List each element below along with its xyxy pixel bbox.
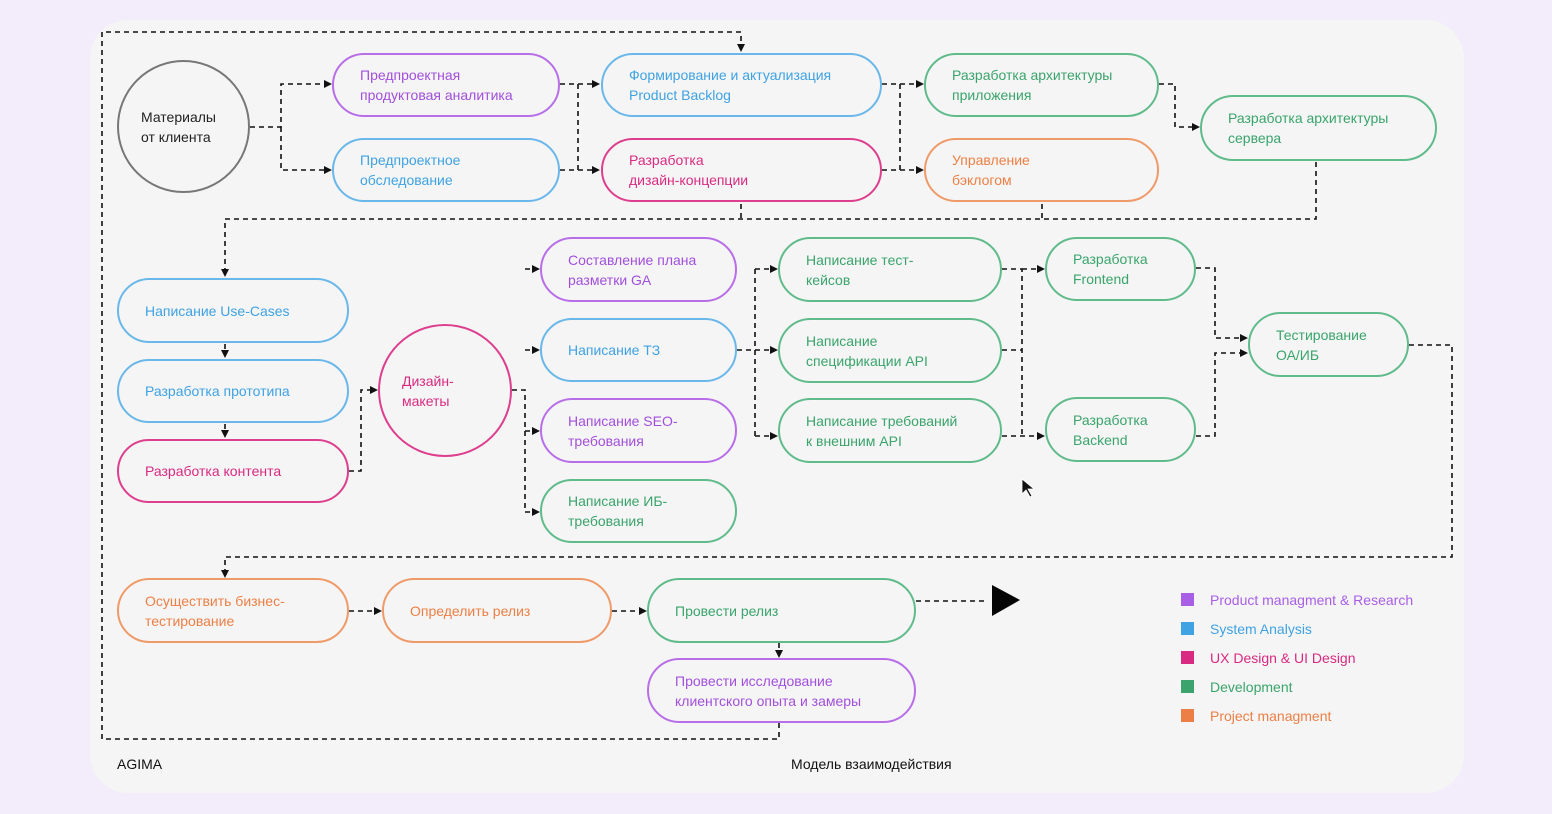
legend-item: Product managment & Research [1181,585,1413,614]
legend-item: System Analysis [1181,614,1413,643]
legend-label: UX Design & UI Design [1210,649,1356,666]
mouse-cursor-icon [1021,478,1036,498]
legend-swatch [1181,651,1194,664]
node-pre-analytics: Предпроектная продуктовая аналитика [332,53,560,117]
legend: Product managment & Research System Anal… [1181,585,1413,730]
node-do-release: Провести релиз [647,578,916,643]
legend-label: Product managment & Research [1210,591,1414,608]
node-design-mockups: Дизайн- макеты [378,324,512,457]
legend-swatch [1181,680,1194,693]
legend-swatch [1181,593,1194,606]
node-server-architecture: Разработка архитектуры сервера [1200,95,1437,161]
legend-swatch [1181,622,1194,635]
legend-item: Development [1181,672,1413,701]
legend-label: Development [1210,678,1293,695]
node-use-cases: Написание Use-Cases [117,278,349,343]
node-backlog-management: Управление бэклогом [924,138,1159,202]
node-test-cases: Написание тест- кейсов [778,237,1002,302]
brand-label: AGIMA [117,756,163,772]
legend-item: Project managment [1181,701,1413,730]
legend-swatch [1181,709,1194,722]
legend-item: UX Design & UI Design [1181,643,1413,672]
diagram-caption: Модель взаимодействия [791,756,952,772]
node-define-release: Определить релиз [382,578,612,643]
node-external-api: Написание требований к внешним API [778,398,1002,463]
node-design-concept: Разработка дизайн-концепции [601,138,882,202]
node-ga-plan: Составление плана разметки GA [540,237,737,302]
node-seo: Написание SEO- требования [540,398,737,463]
node-client-materials: Материалы от клиента [117,60,250,193]
node-backend: Разработка Backend [1045,397,1196,462]
node-prototype: Разработка прототипа [117,359,349,423]
node-content: Разработка контента [117,439,349,503]
release-arrow-head [992,585,1020,616]
node-ib: Написание ИБ- требования [540,479,737,543]
node-backlog: Формирование и актуализация Product Back… [601,53,882,117]
node-app-architecture: Разработка архитектуры приложения [924,53,1159,117]
node-pre-survey: Предпроектное обследование [332,138,560,202]
node-tz: Написание ТЗ [540,318,737,382]
node-cx-research: Провести исследование клиентского опыта … [647,658,916,723]
node-frontend: Разработка Frontend [1045,237,1196,301]
node-testing: Тестирование ОА/ИБ [1248,312,1409,377]
node-api-spec: Написание спецификации API [778,318,1002,383]
legend-label: Project managment [1210,707,1332,724]
node-business-testing: Осуществить бизнес- тестирование [117,578,349,643]
legend-label: System Analysis [1210,620,1312,637]
